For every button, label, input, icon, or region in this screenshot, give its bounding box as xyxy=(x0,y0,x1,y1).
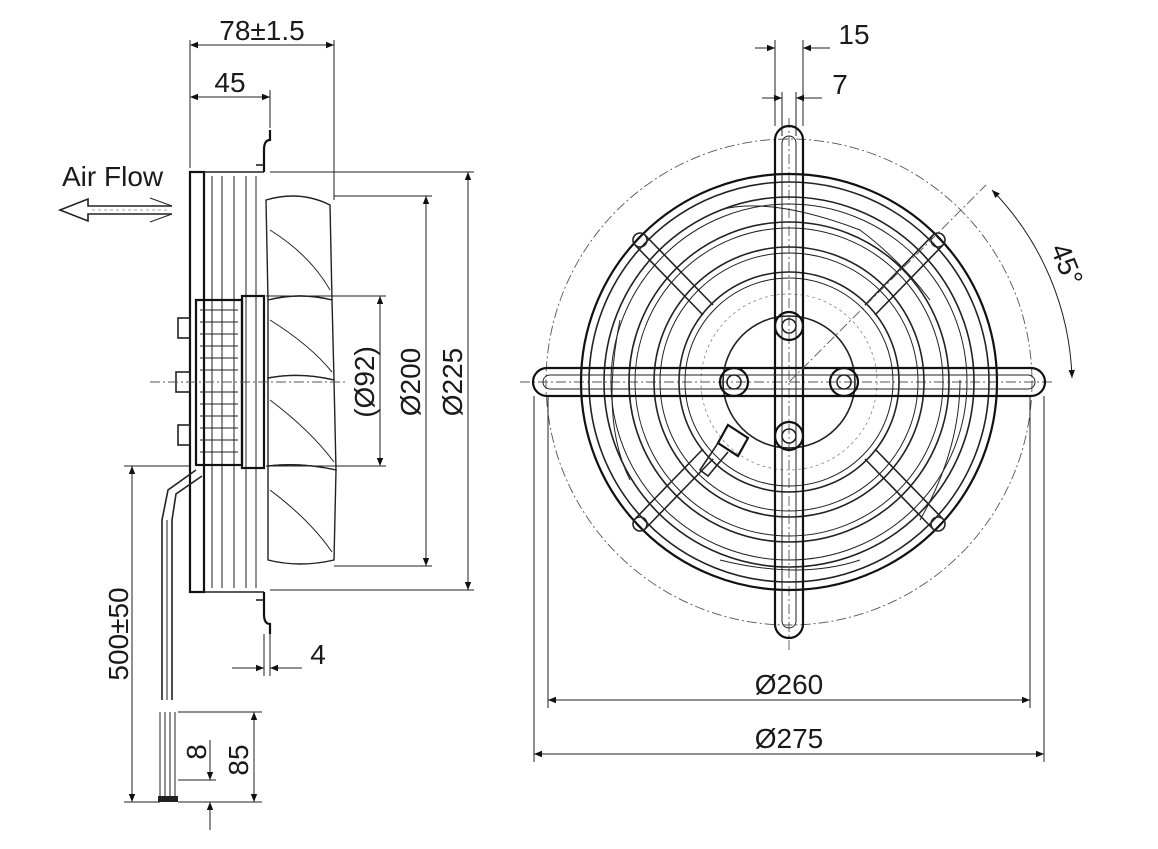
dim-depth-grille: 45 xyxy=(190,67,271,128)
side-view: 78±1.5 45 Air Flow (Ø92) Ø200 xyxy=(57,15,474,830)
front-cable-gland xyxy=(698,423,750,478)
dim-slot-outer-text: 15 xyxy=(838,19,869,50)
dim-bracket: 4 xyxy=(232,634,326,676)
dim-outer-text: Ø275 xyxy=(755,723,824,754)
dim-wire-end: 85 xyxy=(178,711,262,803)
dim-cable-text: 500±50 xyxy=(103,587,134,680)
dim-depth-total: 78±1.5 xyxy=(189,15,335,200)
dim-wire-strip-text: 8 xyxy=(181,744,212,760)
dim-hub: (Ø92) xyxy=(266,295,386,467)
dim-wire-strip: 8 xyxy=(178,740,216,830)
dim-bracket-text: 4 xyxy=(310,639,326,670)
dim-hub-text: (Ø92) xyxy=(349,346,380,418)
dim-depth-total-text: 78±1.5 xyxy=(219,15,304,46)
dim-depth-grille-text: 45 xyxy=(214,67,245,98)
front-screws xyxy=(718,310,860,452)
dim-venturi: Ø225 xyxy=(270,171,474,591)
airflow-label: Air Flow xyxy=(62,161,164,192)
dim-grille-text: Ø260 xyxy=(755,669,824,700)
dim-angle-text: 45° xyxy=(1045,239,1090,290)
dim-angle: 45° xyxy=(788,184,1090,383)
dim-grille: Ø260 xyxy=(547,396,1031,708)
dim-blade: Ø200 xyxy=(334,195,432,567)
dim-slot-inner: 7 xyxy=(762,69,848,136)
side-blades xyxy=(265,195,337,565)
dim-slot-outer: 15 xyxy=(755,19,870,126)
dim-wire-end-text: 85 xyxy=(223,744,254,775)
dim-outer: Ø275 xyxy=(533,396,1045,762)
dim-slot-inner-text: 7 xyxy=(832,69,848,100)
side-cable xyxy=(158,469,203,802)
dim-venturi-text: Ø225 xyxy=(437,348,468,417)
airflow-arrow: Air Flow xyxy=(57,161,173,223)
dim-blade-text: Ø200 xyxy=(395,348,426,417)
front-view: 15 7 45° Ø260 Ø275 xyxy=(520,19,1089,762)
front-cross-bars xyxy=(531,124,1047,640)
dim-cable: 500±50 xyxy=(103,465,190,803)
